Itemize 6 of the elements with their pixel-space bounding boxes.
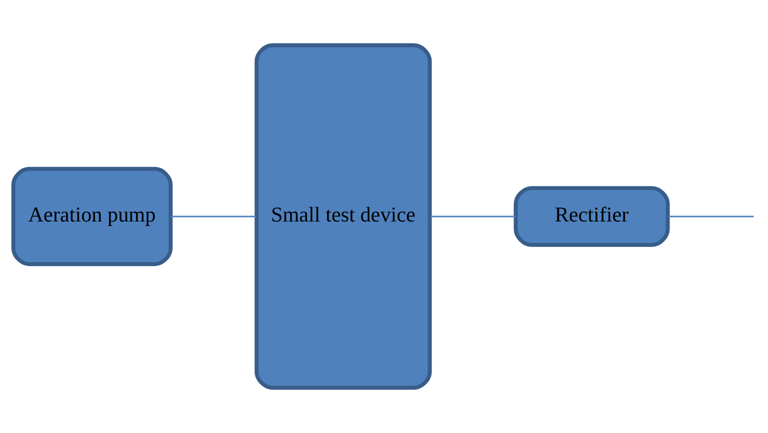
node-box: Small test device [254, 43, 432, 390]
node-box: Rectifier [514, 186, 670, 247]
connector [668, 216, 754, 218]
connector [170, 216, 256, 218]
node-box: Aeration pump [11, 166, 173, 266]
connector [430, 216, 516, 218]
